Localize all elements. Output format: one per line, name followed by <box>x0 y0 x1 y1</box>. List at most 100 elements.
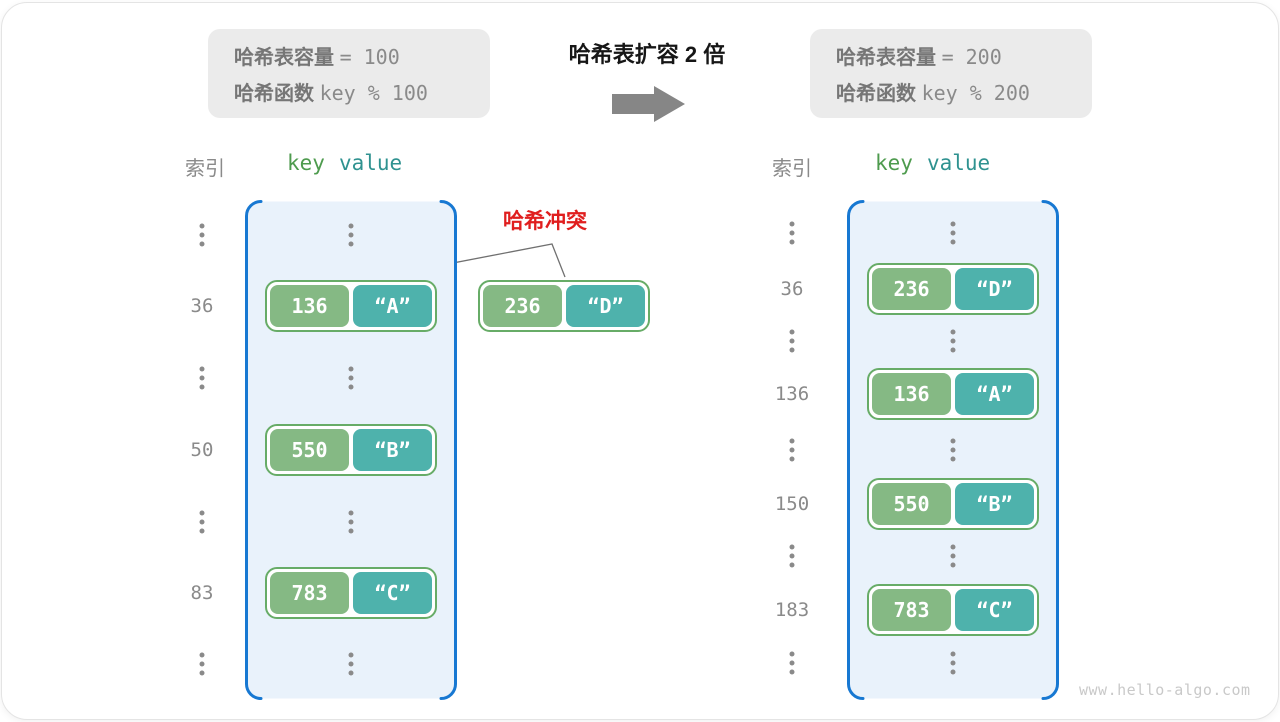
right-block-arrow-icon <box>612 86 685 122</box>
dot <box>789 438 795 444</box>
index-label: 50 <box>190 439 214 461</box>
dot <box>348 241 354 247</box>
watermark: www.hello-algo.com <box>1079 681 1251 699</box>
key-header: key <box>287 151 325 175</box>
dot <box>348 366 354 372</box>
key-value-pair: 236“D” <box>867 263 1039 315</box>
hash-function-value: key % 100 <box>319 81 428 105</box>
dot <box>199 241 205 247</box>
ellipsis-dots-icon <box>199 223 205 247</box>
dot <box>348 375 354 381</box>
dot <box>348 510 354 516</box>
ellipsis-dots-icon <box>789 438 795 462</box>
dot <box>950 669 956 675</box>
dot <box>199 661 205 667</box>
dot <box>950 544 956 550</box>
ellipsis-dots-icon <box>348 510 354 534</box>
capacity-line: 哈希表容量 = 100 <box>234 41 490 70</box>
key-value-pair: 550“B” <box>867 478 1039 530</box>
index-label: 183 <box>774 599 810 621</box>
dot <box>789 338 795 344</box>
index-label: 150 <box>774 493 810 515</box>
hash-function-label: 哈希函数 <box>836 83 916 105</box>
capacity-label: 哈希表容量 <box>836 47 936 69</box>
pair-key: 550 <box>872 483 951 525</box>
dot <box>348 232 354 238</box>
right-index-header: 索引 <box>772 158 812 180</box>
dot <box>950 438 956 444</box>
dot <box>950 230 956 236</box>
dot <box>199 652 205 658</box>
pair-value: “C” <box>955 589 1034 631</box>
dot <box>789 660 795 666</box>
hash-function-line: 哈希函数 key % 200 <box>836 77 1092 106</box>
dot <box>789 651 795 657</box>
capacity-value: = 200 <box>941 45 1002 69</box>
ellipsis-dots-icon <box>789 329 795 353</box>
dot <box>950 221 956 227</box>
dot <box>789 347 795 353</box>
dot <box>199 375 205 381</box>
ellipsis-dots-icon <box>950 221 956 245</box>
left-key-value-header: key value <box>287 151 402 175</box>
dot <box>950 239 956 245</box>
dot <box>789 562 795 568</box>
index-label: 83 <box>190 582 214 604</box>
dot <box>199 519 205 525</box>
pair-value: “A” <box>955 373 1034 415</box>
pair-key: 136 <box>270 285 349 327</box>
left-index-header: 索引 <box>185 158 225 180</box>
dot <box>950 660 956 666</box>
dot <box>789 239 795 245</box>
pair-key: 136 <box>872 373 951 415</box>
pair-value: “B” <box>353 429 432 471</box>
value-header: value <box>338 151 403 175</box>
capacity-value: = 100 <box>339 45 400 69</box>
pair-value: “A” <box>353 285 432 327</box>
capacity-box-before: 哈希表容量 = 100 哈希函数 key % 100 <box>208 29 490 118</box>
dot <box>348 384 354 390</box>
dot <box>199 232 205 238</box>
dot <box>348 652 354 658</box>
value-header: value <box>926 151 991 175</box>
dot <box>950 553 956 559</box>
dot <box>789 329 795 335</box>
dot <box>789 544 795 550</box>
dot <box>950 329 956 335</box>
dot <box>950 338 956 344</box>
dot <box>199 223 205 229</box>
collision-label: 哈希冲突 <box>503 210 587 233</box>
dot <box>789 456 795 462</box>
right-key-value-header: key value <box>875 151 990 175</box>
pair-key: 783 <box>872 589 951 631</box>
index-label: 136 <box>774 383 810 405</box>
dot <box>348 223 354 229</box>
capacity-label: 哈希表容量 <box>234 47 334 69</box>
ellipsis-dots-icon <box>348 223 354 247</box>
ellipsis-dots-icon <box>950 438 956 462</box>
ellipsis-dots-icon <box>199 652 205 676</box>
ellipsis-dots-icon <box>789 544 795 568</box>
pair-value: “B” <box>955 483 1034 525</box>
dot <box>348 661 354 667</box>
expand-title: 哈希表扩容 2 倍 <box>568 42 726 67</box>
key-header: key <box>875 151 913 175</box>
dot <box>950 347 956 353</box>
ellipsis-dots-icon <box>950 544 956 568</box>
hash-function-line: 哈希函数 key % 100 <box>234 77 490 106</box>
dot <box>348 519 354 525</box>
index-label: 36 <box>780 278 804 300</box>
ellipsis-dots-icon <box>348 366 354 390</box>
capacity-box-after: 哈希表容量 = 200 哈希函数 key % 200 <box>810 29 1092 118</box>
capacity-line: 哈希表容量 = 200 <box>836 41 1092 70</box>
index-label: 36 <box>190 295 214 317</box>
dot <box>199 670 205 676</box>
ellipsis-dots-icon <box>199 510 205 534</box>
key-value-pair: 136“A” <box>265 280 437 332</box>
dot <box>199 384 205 390</box>
dot <box>199 510 205 516</box>
pair-key: 550 <box>270 429 349 471</box>
dot <box>950 447 956 453</box>
dot <box>789 230 795 236</box>
